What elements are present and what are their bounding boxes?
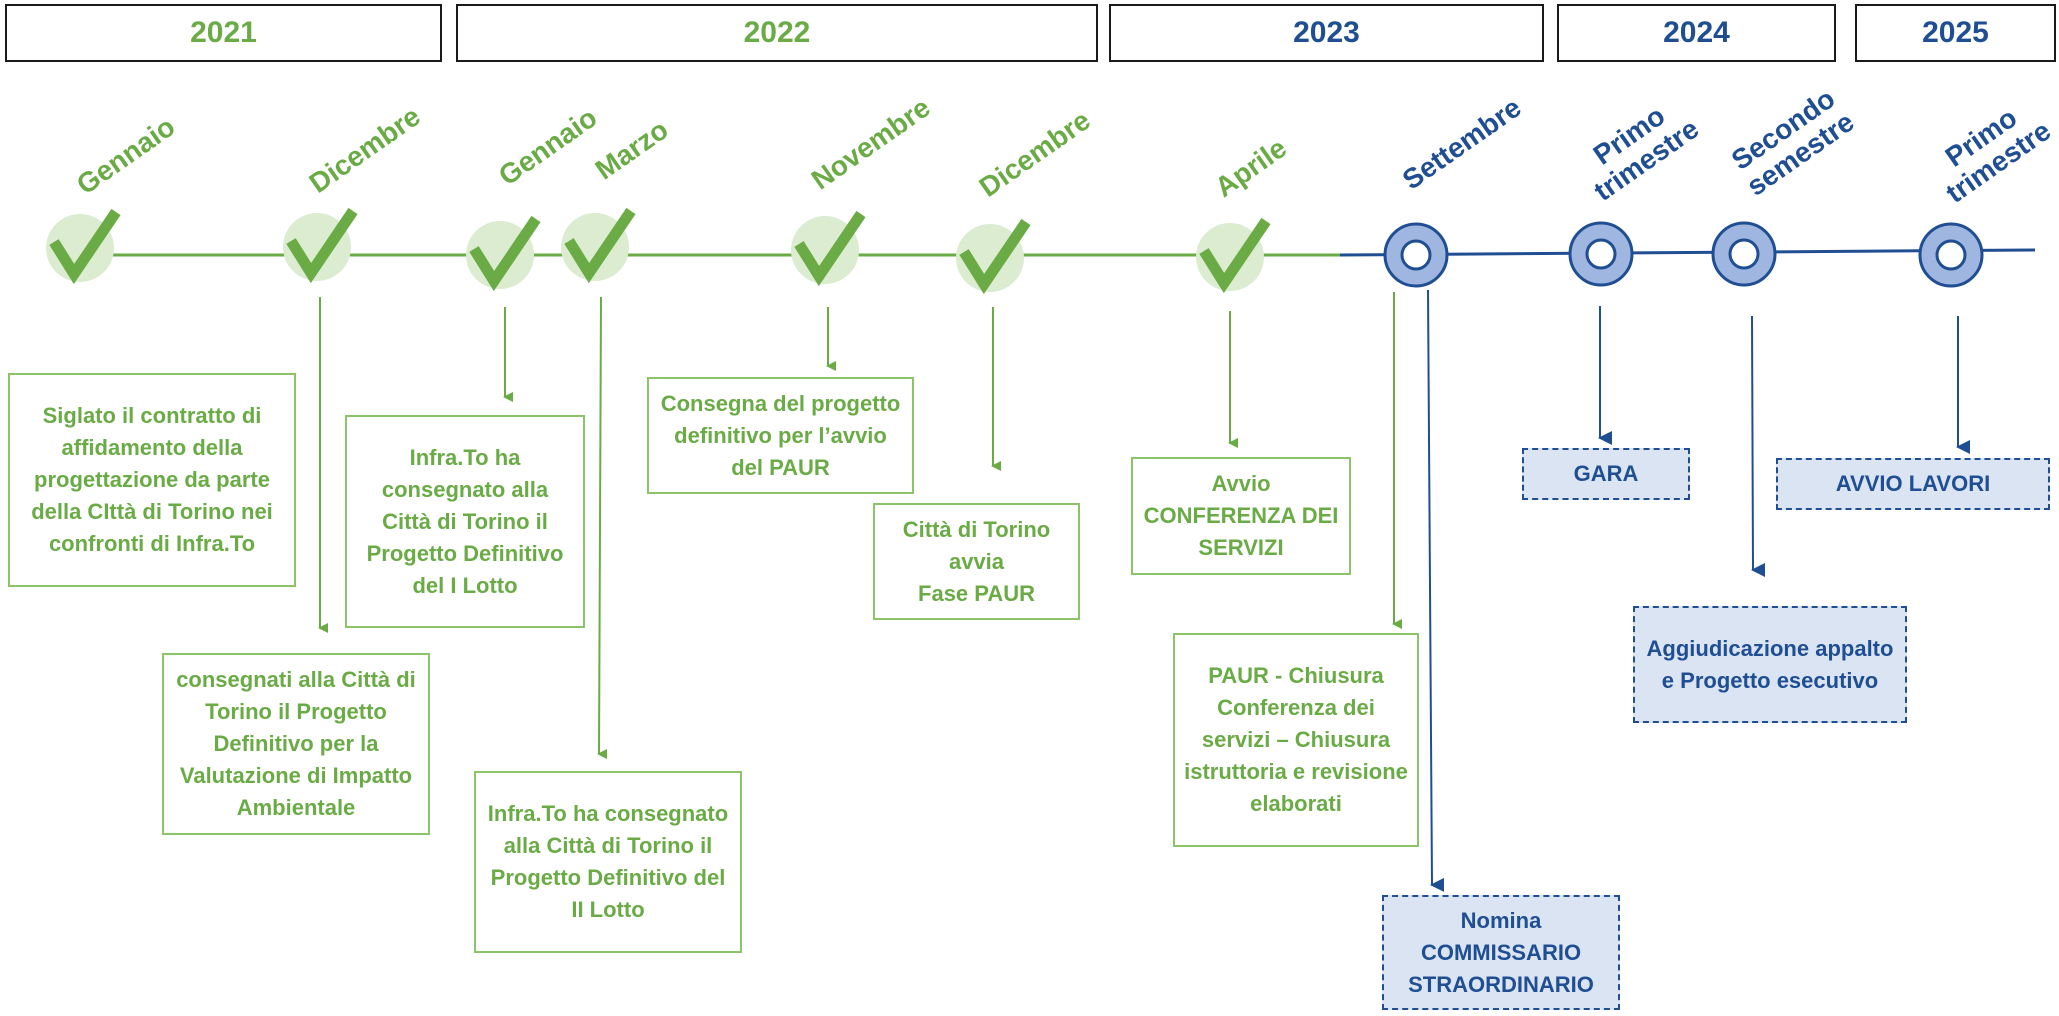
arrow xyxy=(1427,289,1445,892)
event-box: Siglato il contratto di affidamento dell… xyxy=(8,373,296,587)
year-2025: 2025 xyxy=(1855,4,2056,62)
year-2022: 2022 xyxy=(456,4,1098,62)
event-box: Avvio CONFERENZA DEI SERVIZI xyxy=(1131,457,1351,575)
event-box: Infra.To ha consegnato alla Città di Tor… xyxy=(345,415,585,628)
event-box: Consegna del progetto definitivo per l’a… xyxy=(647,377,914,494)
ring-icon xyxy=(1711,221,1777,287)
check-icon xyxy=(46,208,121,285)
check-icon xyxy=(283,207,358,284)
ring-icon xyxy=(1568,221,1634,287)
event-box: Nomina COMMISSARIO STRAORDINARIO xyxy=(1382,895,1620,1010)
year-2023: 2023 xyxy=(1109,4,1544,62)
check-icon xyxy=(466,215,541,292)
check-icon xyxy=(1196,217,1271,294)
event-box: Aggiudicazione appalto e Progetto esecut… xyxy=(1633,606,1907,723)
year-2024: 2024 xyxy=(1557,4,1836,62)
arrow xyxy=(1751,315,1766,577)
check-icon xyxy=(956,218,1031,295)
ring-icon xyxy=(1918,222,1984,288)
ring-icon xyxy=(1383,222,1449,288)
check-icon xyxy=(561,207,636,284)
event-box: Infra.To ha consegnato alla Città di Tor… xyxy=(474,771,742,953)
event-box: consegnati alla Città di Torino il Proge… xyxy=(162,653,430,835)
check-icon xyxy=(791,210,866,287)
event-box: Città di Torino avvia Fase PAUR xyxy=(873,503,1080,620)
event-box: GARA xyxy=(1522,448,1690,500)
year-2021: 2021 xyxy=(5,4,442,62)
arrow xyxy=(597,296,608,760)
event-box: PAUR - Chiusura Conferenza dei servizi –… xyxy=(1173,633,1419,847)
event-box: AVVIO LAVORI xyxy=(1776,458,2050,510)
